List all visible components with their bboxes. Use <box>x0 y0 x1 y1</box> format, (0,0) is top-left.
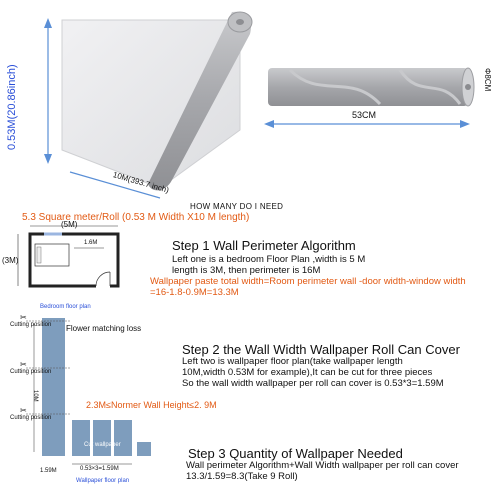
cutting-position-label: Cutting position <box>10 415 52 421</box>
cutting-position-label: Cutting position <box>10 369 52 375</box>
vertical-dim-label: 10M <box>32 390 38 402</box>
roll-diameter-label: Φ8CM <box>483 68 492 92</box>
bedroom-floor-plan <box>17 225 120 288</box>
wallpaper-plan-caption: Wallpaper floor plan <box>76 478 130 484</box>
step3-line2: 13.3/1.59=8.3(Take 9 Roll) <box>186 471 298 482</box>
step1-title: Step 1 Wall Perimeter Algorithm <box>172 238 356 253</box>
closed-roll <box>268 67 475 107</box>
step2-line1: Left two is wallpaper floor plan(take wa… <box>182 356 403 367</box>
step1-line2: length is 3M, then perimeter is 16M <box>172 265 321 276</box>
roll-illustrations <box>44 11 475 199</box>
roll-width-arrow <box>264 120 470 128</box>
step3-line1: Wall perimeter Algorithm+Wall Width wall… <box>186 460 459 471</box>
roll-width-label: 53CM <box>352 110 377 120</box>
cutting-position-label: Cutting position <box>10 322 52 328</box>
bottom-dim2-label: 1.59M <box>40 468 57 474</box>
wallpaper-floor-plan <box>26 318 151 465</box>
scissors-icon: ✂ <box>20 360 27 369</box>
floor-plan-inner-dim: 1.6M <box>84 240 98 246</box>
flower-matching-label: Flower matching loss <box>66 324 142 333</box>
step2-title: Step 2 the Wall Width Wallpaper Roll Can… <box>182 342 460 357</box>
scissors-icon: ✂ <box>20 406 27 415</box>
wall-height-note: 2.3M≤Normer Wall Height≤2. 9M <box>86 400 217 410</box>
bottom-dim-label: 0.53×3=1.59M <box>80 466 119 472</box>
step3-title: Step 3 Quantity of Wallpaper Needed <box>188 446 403 461</box>
cut-wallpaper-label: Cut wallpaper <box>84 442 121 448</box>
step1-line1: Left one is a bedroom Floor Plan ,width … <box>172 254 366 265</box>
floor-plan-top-dim: (5M) <box>61 220 78 229</box>
step1-line3: Wallpaper paste total width=Room perimet… <box>150 276 466 287</box>
roll-height-label: 0.53M(20.86inch) <box>6 64 18 150</box>
coverage-text: 5.3 Square meter/Roll (0.53 M Width X10 … <box>22 212 250 223</box>
scissors-icon: ✂ <box>20 313 27 322</box>
floor-plan-side-dim: (3M) <box>2 256 19 265</box>
how-many-heading: HOW MANY DO I NEED <box>190 202 284 211</box>
roll-height-arrow <box>44 18 52 164</box>
step2-line2: 10M,width 0.53M for example),It can be c… <box>182 367 433 378</box>
step2-line3: So the wall width wallpaper per roll can… <box>182 378 444 389</box>
unrolled-wallpaper <box>61 11 253 191</box>
floor-plan-caption: Bedroom floor plan <box>40 304 91 310</box>
step1-line4: =16-1.8-0.9M=13.3M <box>150 287 239 298</box>
roll-length-arrow <box>69 171 161 199</box>
